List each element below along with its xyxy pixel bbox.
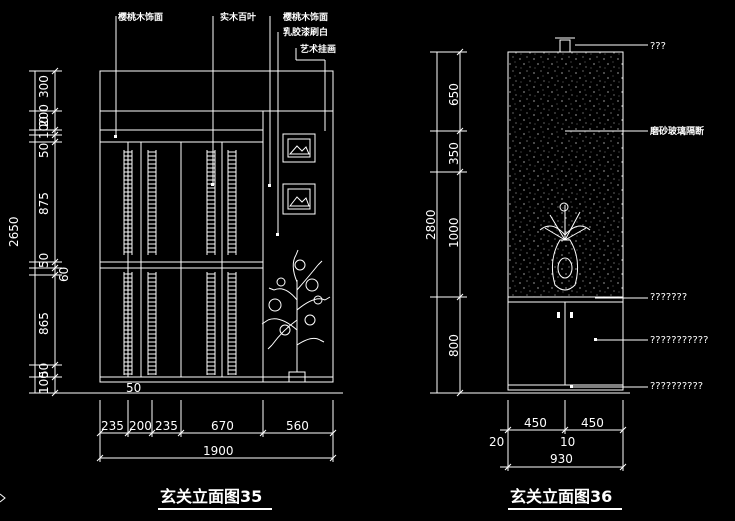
frosted-glass-partition (507, 51, 624, 298)
title-elevation-36: 玄关立面图36 (510, 487, 612, 506)
vdim-200: 200 (37, 104, 51, 127)
hdim-235a: 235 (101, 419, 124, 433)
dim-tick (619, 426, 627, 434)
label-art-painting: 艺术挂画 (300, 43, 336, 55)
hdim-20: 20 (489, 435, 504, 449)
potted-plant (261, 249, 331, 383)
vdim-50b: 50 (37, 253, 51, 268)
dim-tick (259, 429, 267, 437)
hdim-total-930: 930 (550, 452, 573, 466)
dim-tick (148, 429, 156, 437)
label-cabinet-door: ??????????? (650, 335, 708, 346)
callouts-left: 樱桃木饰面 实木百叶 樱桃木饰面 乳胶漆刷白 艺术挂画 (114, 11, 336, 236)
elevation-35: 樱桃木饰面 实木百叶 樱桃木饰面 乳胶漆刷白 艺术挂画 300 200 100 … (7, 11, 343, 510)
label-cherry-veneer-2: 樱桃木饰面 (282, 11, 328, 23)
vdim-total-2650: 2650 (7, 216, 21, 247)
hdim-235b: 235 (155, 419, 178, 433)
vertical-dimensions-left: 300 200 100 50 875 50 60 865 50 100 2650… (7, 67, 141, 397)
vdim-50c: 50 (37, 363, 51, 378)
cabinet-outline (99, 70, 334, 383)
hdim-560: 560 (286, 419, 309, 433)
horizontal-dimensions-left: 235 200 235 670 560 1900 (96, 400, 337, 462)
dim-tick (329, 429, 337, 437)
vdim-60: 60 (57, 267, 71, 282)
label-cabinet-base: ?????????? (650, 381, 703, 392)
vdim-350: 350 (447, 142, 461, 165)
elevation-36: ??? 磨砂玻璃隔断 ??????? ??????????? ?????????… (424, 37, 708, 510)
hdim-200: 200 (129, 419, 152, 433)
label-cabinet-top: ??????? (650, 292, 687, 303)
label-wood-louver: 实木百叶 (220, 11, 256, 23)
vertical-dimensions-right: 650 350 1000 800 2800 (424, 48, 467, 397)
vdim-1000: 1000 (447, 217, 461, 248)
dim-tick (124, 429, 132, 437)
vdim-800: 800 (447, 334, 461, 357)
hdim-450b: 450 (581, 416, 604, 430)
label-latex-white: 乳胶漆刷白 (283, 26, 328, 38)
hdim-670: 670 (211, 419, 234, 433)
vdim-300: 300 (37, 75, 51, 98)
dim-tick (504, 463, 512, 471)
art-frame-top (282, 133, 316, 163)
vdim-total-2800: 2800 (424, 209, 438, 240)
hdim-total-1900: 1900 (203, 444, 234, 458)
dim-tick (619, 463, 627, 471)
callouts-right: ??? 磨砂玻璃隔断 ??????? ??????????? ?????????… (565, 41, 708, 392)
dim-tick (561, 426, 569, 434)
dim-tick (96, 454, 104, 462)
hdim-10: 10 (560, 435, 575, 449)
vdim-650: 650 (447, 83, 461, 106)
flower-vase (539, 202, 591, 291)
dim-tick (504, 426, 512, 434)
label-cherry-veneer-1: 樱桃木饰面 (117, 11, 163, 23)
vdim-875: 875 (37, 192, 51, 215)
ucs-marker (0, 493, 6, 503)
vdim-865: 865 (37, 312, 51, 335)
label-frosted-glass: 磨砂玻璃隔断 (649, 125, 704, 137)
base-cabinet (507, 296, 624, 391)
dim-tick (329, 454, 337, 462)
mark-50: 50 (126, 381, 141, 395)
title-elevation-35: 玄关立面图35 (160, 487, 262, 506)
vdim-100: 100 (37, 116, 51, 139)
vdim-100b: 100 (37, 371, 51, 394)
dim-tick (177, 429, 185, 437)
dim-tick (96, 429, 104, 437)
art-frame-bottom (282, 183, 316, 215)
horizontal-dimensions-right: 450 450 20 10 930 (489, 400, 627, 471)
louver-slats (123, 150, 237, 375)
hdim-450a: 450 (524, 416, 547, 430)
vdim-50a: 50 (37, 143, 51, 158)
label-fixture: ??? (650, 41, 666, 52)
